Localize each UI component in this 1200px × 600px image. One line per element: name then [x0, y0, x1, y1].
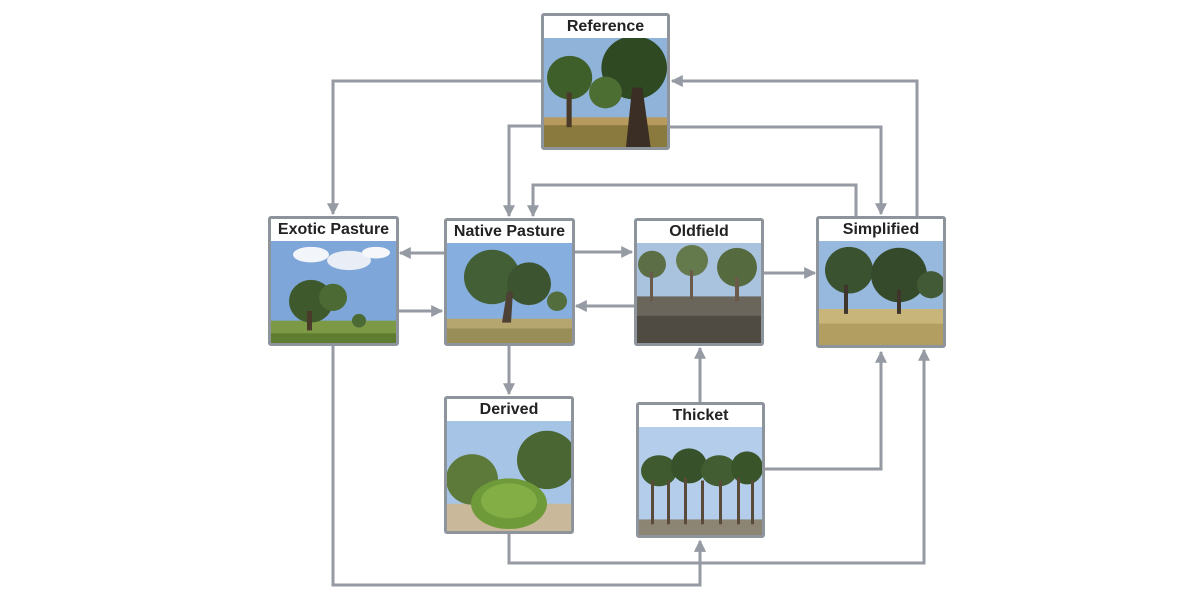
arrow-derived-to-simplified — [507, 348, 930, 565]
arrow-thicket-to-simplified — [764, 350, 887, 471]
arrow-reference-to-simplified — [669, 125, 887, 216]
pasture-photo-icon — [447, 243, 572, 343]
state-title-thicket: Thicket — [639, 405, 762, 427]
state-box-derived[interactable]: Derived — [444, 396, 574, 534]
pasture-photo-icon — [271, 241, 396, 343]
forest-photo-icon — [639, 427, 762, 535]
state-box-native-pasture[interactable]: Native Pasture — [444, 218, 575, 346]
state-title-oldfield: Oldfield — [637, 221, 761, 243]
state-title-reference: Reference — [544, 16, 667, 38]
arrow-reference-to-exotic-pasture — [327, 79, 541, 216]
arrow-reference-to-native-pasture — [503, 124, 541, 218]
arrow-exotic-pasture-to-thicket — [331, 346, 706, 587]
state-title-exotic-pasture: Exotic Pasture — [271, 219, 396, 241]
arrow-simplified-to-reference — [670, 75, 919, 218]
state-box-oldfield[interactable]: Oldfield — [634, 218, 764, 346]
state-title-derived: Derived — [447, 399, 571, 421]
state-title-simplified: Simplified — [819, 219, 943, 241]
state-box-simplified[interactable]: Simplified — [816, 216, 946, 348]
grassy-woodland-photo-icon — [819, 241, 943, 345]
state-box-exotic-pasture[interactable]: Exotic Pasture — [268, 216, 399, 346]
arrow-simplified-to-native-pasture — [527, 183, 858, 218]
woodland-photo-icon — [544, 38, 667, 147]
shrubland-photo-icon — [447, 421, 571, 531]
arrow-derived-to-thicket — [509, 539, 706, 565]
state-box-thicket[interactable]: Thicket — [636, 402, 765, 538]
state-box-reference[interactable]: Reference — [541, 13, 670, 150]
woodland-photo-icon — [637, 243, 761, 343]
state-title-native-pasture: Native Pasture — [447, 221, 572, 243]
